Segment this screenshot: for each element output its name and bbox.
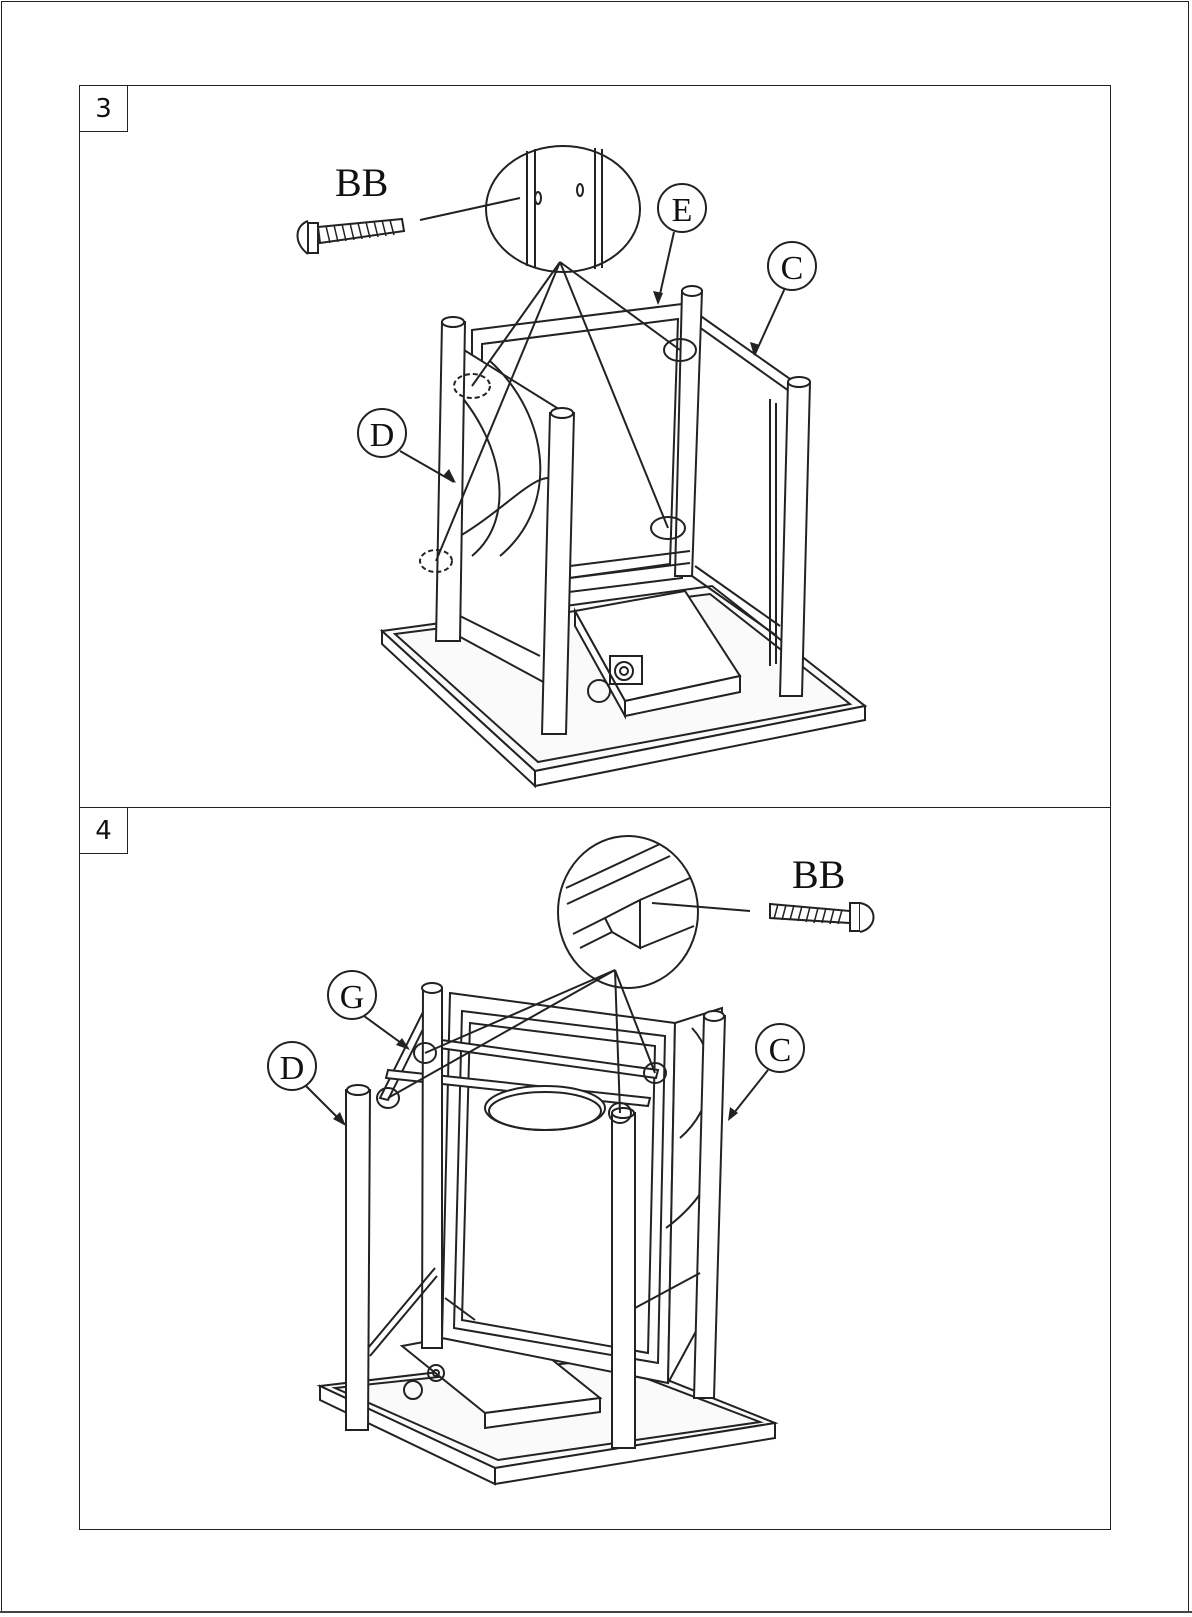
part-g-label: G xyxy=(340,979,365,1016)
part-d-label: D xyxy=(280,1050,305,1087)
step-4-diagram: BB G D C xyxy=(80,808,1112,1531)
screw-bb-label: BB xyxy=(792,852,845,897)
part-e-label: E xyxy=(672,192,693,229)
part-c-label: C xyxy=(781,250,804,287)
part-c-label: C xyxy=(769,1032,792,1069)
step-4-panel: 4 xyxy=(79,807,1111,1530)
step-3-panel: 3 xyxy=(79,85,1111,808)
bottom-rule xyxy=(0,1611,1192,1613)
step-3-diagram: BB E C D xyxy=(80,86,1112,809)
part-d-label: D xyxy=(370,417,395,454)
screw-bb-label: BB xyxy=(335,160,388,205)
